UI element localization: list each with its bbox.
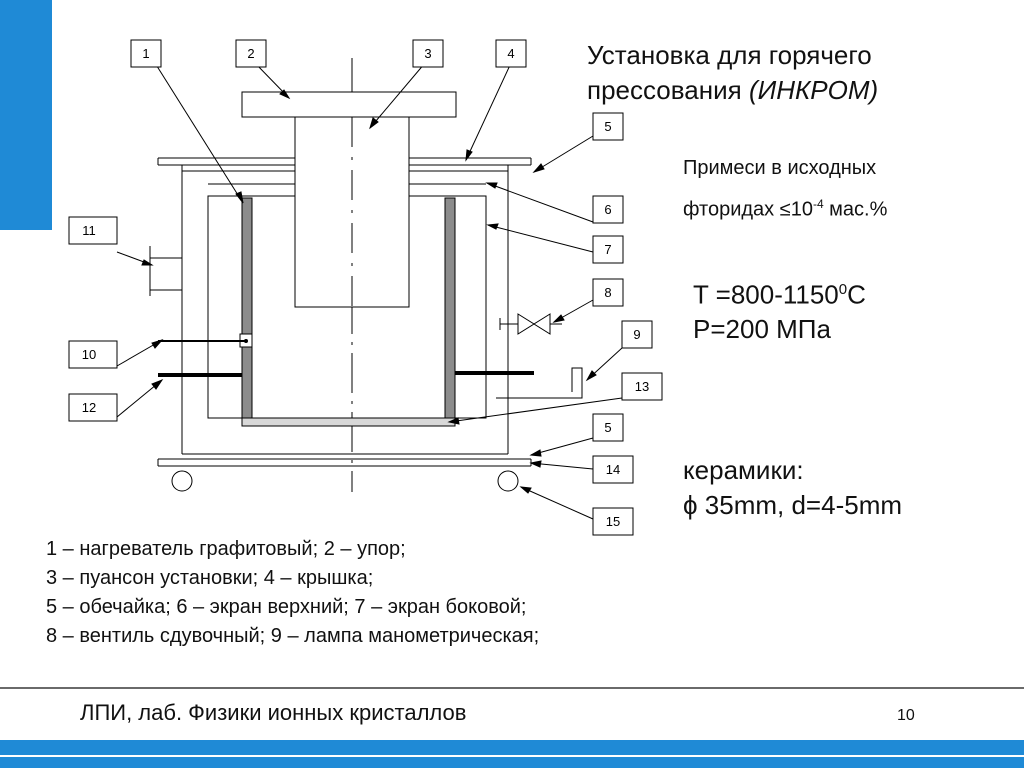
thermocouple-dot	[244, 339, 248, 343]
legend-line: 8 – вентиль сдувочный; 9 – лампа маномет…	[46, 625, 540, 647]
label-box	[592, 507, 634, 536]
side-screen-right	[409, 195, 487, 419]
label-1: 1	[142, 46, 149, 61]
label-8: 8	[604, 285, 611, 300]
label-3: 3	[424, 46, 431, 61]
leader-4	[465, 62, 512, 161]
side-accent-bar	[0, 0, 52, 230]
leader-14	[530, 462, 594, 470]
arrowhead-14	[529, 460, 542, 468]
ceramics-line-1: керамики:	[683, 455, 804, 485]
label-box	[592, 278, 624, 307]
arrowhead-13	[447, 417, 460, 425]
legend-line: 1 – нагреватель графитовый; 2 – упор;	[46, 538, 406, 560]
arrowhead-6	[485, 182, 498, 189]
arrowhead-8	[552, 314, 565, 323]
label-9: 9	[633, 327, 640, 342]
label-box	[592, 455, 634, 484]
arrowhead-10	[151, 339, 164, 349]
wheel-left	[171, 470, 193, 492]
side-screen-left	[207, 195, 295, 419]
label-box	[68, 340, 118, 369]
valve-triangle	[533, 313, 551, 335]
label-box	[592, 195, 624, 224]
label-box	[592, 112, 624, 141]
bottom-accent-bar	[0, 740, 1024, 768]
leader-5-top	[533, 135, 594, 173]
label-boxes: 1 2 3 4 5 6 7 8 9 10 11 12 13 5 14 15	[68, 39, 663, 536]
temperature-param: T =800-11500C	[693, 279, 866, 310]
bottom-bar-stripe	[0, 755, 1024, 757]
pressure-param: P=200 МПа	[693, 313, 831, 344]
label-box	[621, 372, 663, 401]
label-14: 14	[606, 462, 620, 477]
label-box	[235, 39, 267, 68]
legend: 1 – нагреватель графитовый; 2 – упор; 3 …	[46, 535, 539, 651]
leader-13	[448, 397, 623, 423]
title-line-2: прессования (ИНКРОМ)	[587, 75, 879, 105]
leader-7	[487, 224, 594, 253]
ceramics-spec: керамики: ϕ 35mm, d=4-5mm	[683, 453, 902, 523]
leader-1	[154, 62, 244, 204]
arrowhead-7	[486, 223, 499, 230]
arrowhead-5-bottom	[529, 449, 542, 457]
label-2: 2	[247, 46, 254, 61]
arrowhead-2	[279, 89, 291, 100]
process-params: T =800-11500C P=200 МПа	[693, 273, 866, 346]
arrowhead-9	[585, 370, 597, 382]
label-10: 10	[82, 347, 96, 362]
arrowhead-15	[519, 486, 532, 494]
leader-6	[486, 182, 594, 223]
footer-text: ЛПИ, лаб. Физики ионных кристаллов	[80, 700, 467, 725]
note-line-1: Примеси в исходных	[683, 157, 877, 179]
label-box	[592, 413, 624, 442]
gauge-lamp	[496, 367, 583, 399]
stop-part	[241, 91, 457, 118]
title-line-1: Установка для горячего	[587, 40, 872, 70]
arrowhead-5-top	[532, 163, 545, 173]
label-15: 15	[606, 514, 620, 529]
label-box	[495, 39, 527, 68]
title-italic: (ИНКРОМ)	[748, 75, 879, 105]
arrowhead-4	[465, 149, 473, 162]
side-port	[149, 257, 182, 291]
arrowhead-11	[141, 259, 154, 266]
label-12: 12	[82, 400, 96, 415]
wheel-right	[497, 470, 519, 492]
leader-15	[520, 486, 594, 520]
label-5-bottom: 5	[604, 420, 611, 435]
label-5-top: 5	[604, 119, 611, 134]
label-box	[592, 235, 624, 264]
ceramics-line-2: ϕ 35mm, d=4-5mm	[683, 490, 903, 520]
footer-divider	[0, 687, 1024, 689]
label-6: 6	[604, 202, 611, 217]
leader-5-bottom	[530, 437, 594, 456]
graphite-heater-left	[241, 197, 253, 419]
arrowhead-12	[151, 378, 164, 390]
bottom-plate	[241, 417, 456, 427]
note-line-2: фторидах ≤10-4 мас.%	[683, 197, 888, 221]
graphite-heater-right	[444, 197, 456, 419]
label-13: 13	[635, 379, 649, 394]
leader-3	[369, 62, 426, 129]
label-4: 4	[507, 46, 514, 61]
arrowhead-3	[369, 117, 379, 130]
slide-title: Установка для горячего прессования (ИНКР…	[587, 38, 878, 108]
label-box	[130, 39, 162, 68]
impurity-note: Примеси в исходных фторидах ≤10-4 мас.%	[683, 150, 887, 228]
label-box	[412, 39, 444, 68]
page-number: 10	[897, 707, 915, 724]
leader-lines	[116, 62, 623, 520]
arrowhead-1	[235, 191, 244, 204]
valve-triangle	[517, 313, 535, 335]
label-box	[68, 216, 118, 245]
legend-line: 3 – пуансон установки; 4 – крышка;	[46, 567, 374, 589]
label-7: 7	[604, 242, 611, 257]
label-box	[621, 320, 653, 349]
legend-line: 5 – обечайка; 6 – экран верхний; 7 – экр…	[46, 596, 527, 618]
label-11: 11	[82, 223, 96, 238]
label-box	[68, 393, 118, 422]
